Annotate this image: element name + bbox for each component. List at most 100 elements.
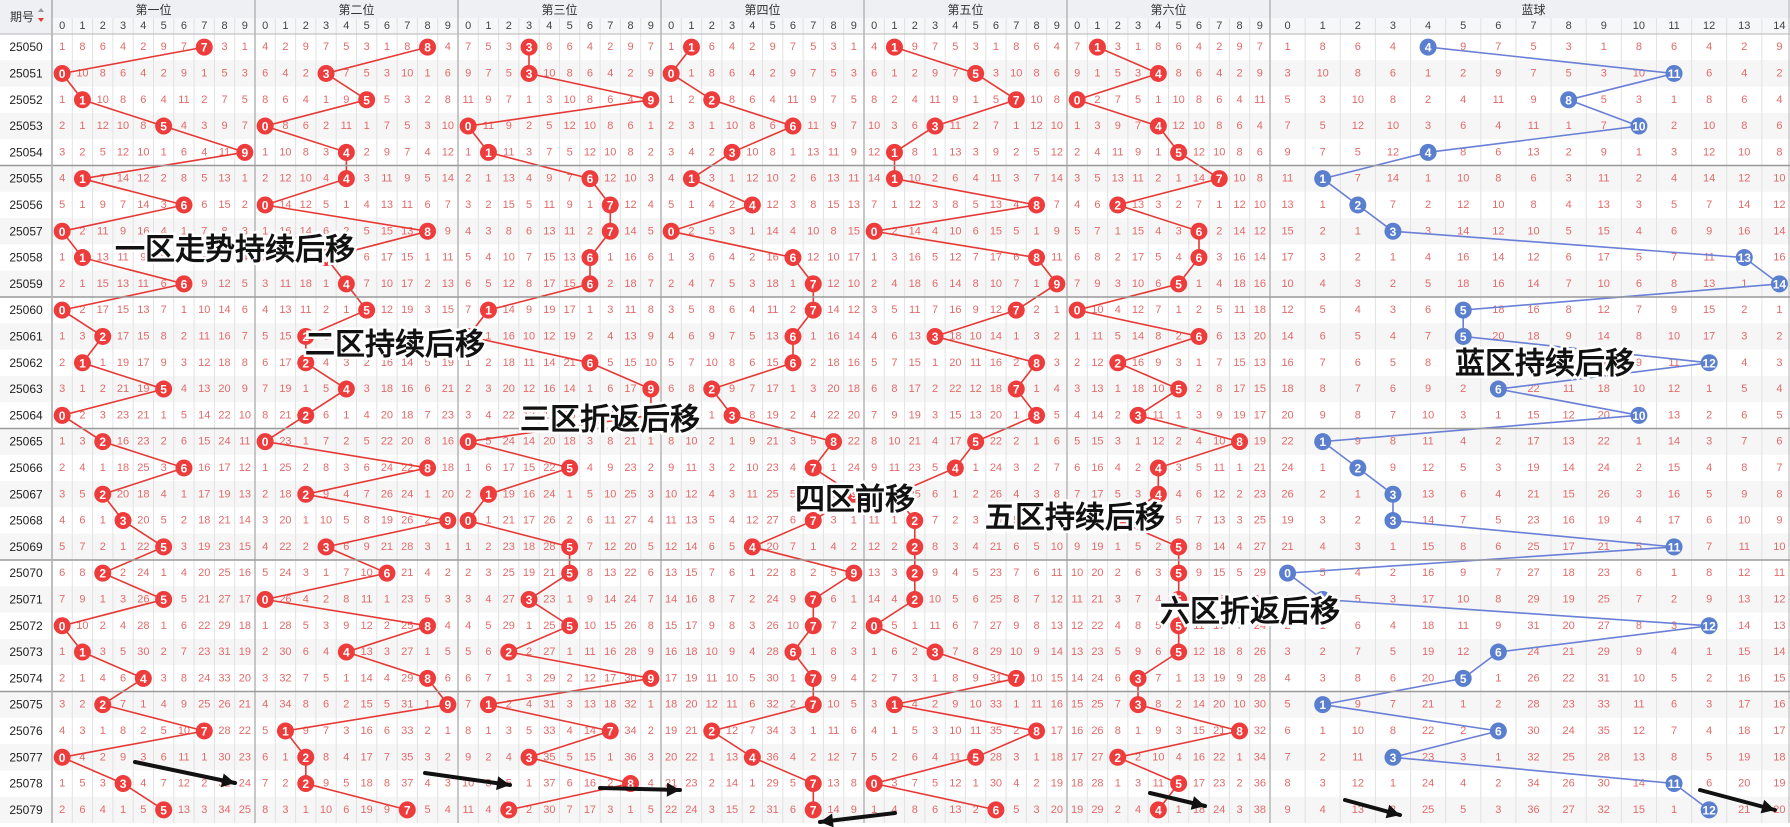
omission-value: 9 [810,94,816,106]
omission-value: 32 [767,699,779,711]
omission-value: 22 [827,409,839,421]
omission-value: 9 [526,304,532,316]
omission-value: 4 [201,146,207,158]
omission-value: 9 [303,41,309,53]
omission-value: 3 [790,199,796,211]
omission-value: 11 [1153,409,1164,421]
omission-value: 12 [584,146,596,158]
omission-value: 11 [1112,146,1123,158]
omission-value: 6 [871,383,877,395]
omission-value: 3 [973,146,979,158]
drawn-number-ball [479,485,497,503]
omission-value: 3 [221,41,227,53]
omission-value: 7 [1495,41,1501,53]
omission-value: 9 [1074,541,1080,553]
drawn-number-label: 2 [708,93,715,107]
omission-value: 18 [361,778,373,790]
omission-value: 11 [503,146,514,158]
omission-value: 8 [851,778,857,790]
omission-value: 12 [949,778,961,790]
omission-value: 1 [465,541,471,553]
omission-value: 12 [827,751,839,763]
omission-value: 16 [564,409,576,421]
omission-value: 16 [239,567,251,579]
omission-value: 1 [1074,120,1080,132]
omission-value: 1 [465,357,471,369]
omission-value: 8 [546,41,552,53]
omission-value: 5 [952,41,958,53]
omission-value: 3 [506,41,512,53]
omission-value: 7 [242,120,248,132]
omission-value: 3 [181,541,187,553]
omission-value: 11 [1563,383,1574,395]
omission-value: 13 [1132,199,1144,211]
omission-value: 1 [567,593,573,605]
omission-value: 1 [1094,67,1100,79]
omission-value: 11 [1703,252,1714,264]
omission-value: 3 [1155,567,1161,579]
omission-value: 7 [932,304,938,316]
omission-value: 5 [343,778,349,790]
omission-value: 7 [1054,199,1060,211]
omission-value: 2 [424,725,430,737]
drawn-number-label: 6 [790,356,797,370]
omission-value: 22 [1281,436,1293,448]
omission-value: 1 [891,725,897,737]
omission-value: 8 [1355,409,1361,421]
omission-value: 17 [1527,436,1539,448]
drawn-number-label: 4 [343,172,350,186]
omission-value: 34 [1254,751,1266,763]
omission-value: 27 [1527,567,1539,579]
omission-value: 8 [1390,94,1396,106]
omission-value: 25 [1254,515,1266,527]
omission-value: 14 [401,357,413,369]
omission-value: 3 [973,41,979,53]
omission-value: 21 [442,383,454,395]
sort-arrows-icon[interactable] [38,8,44,12]
omission-value: 3 [323,146,329,158]
omission-value: 3 [384,67,390,79]
omission-value: 3 [384,646,390,658]
omission-value: 34 [767,725,779,737]
omission-value: 2 [749,593,755,605]
drawn-number-label: 9 [851,567,858,581]
omission-value: 5 [830,67,836,79]
omission-value: 10 [1010,646,1022,658]
omission-value: 7 [709,278,715,290]
omission-value: 5 [1135,94,1141,106]
omission-value: 12 [1773,593,1785,605]
omission-value: 14 [137,199,149,211]
omission-value: 10 [1193,593,1205,605]
drawn-number-ball [926,117,944,135]
drawn-number-ball [1109,512,1127,530]
omission-value: 5 [323,199,329,211]
omission-value: 11 [726,699,737,711]
sort-arrows-icon[interactable] [38,18,44,22]
omission-value: 11 [1132,173,1143,185]
omission-value: 12 [543,330,555,342]
drawn-number-label: 5 [566,461,573,475]
omission-value: 2 [749,252,755,264]
omission-value: 11 [1528,120,1539,132]
omission-value: 22 [624,567,636,579]
omission-value: 11 [1458,620,1469,632]
drawn-number-ball [479,301,497,319]
omission-value: 13 [1071,646,1083,658]
omission-value: 6 [1776,120,1782,132]
drawn-number-ball [804,512,822,530]
omission-value: 4 [587,41,593,53]
omission-value: 16 [1254,278,1266,290]
drawn-number-ball [561,564,579,582]
drawn-number-label: 3 [932,646,939,660]
omission-value: 20 [848,409,860,421]
omission-value: 11 [341,120,352,132]
drawn-number-ball [1129,696,1147,714]
omission-value: 3 [1033,488,1039,500]
omission-value: 23 [543,593,555,605]
omission-value: 18 [767,278,779,290]
drawn-number-ball [114,775,132,793]
omission-value: 2 [587,330,593,342]
drawn-number-ball [500,801,518,819]
drawn-number-ball [703,722,721,740]
omission-value: 2 [485,357,491,369]
